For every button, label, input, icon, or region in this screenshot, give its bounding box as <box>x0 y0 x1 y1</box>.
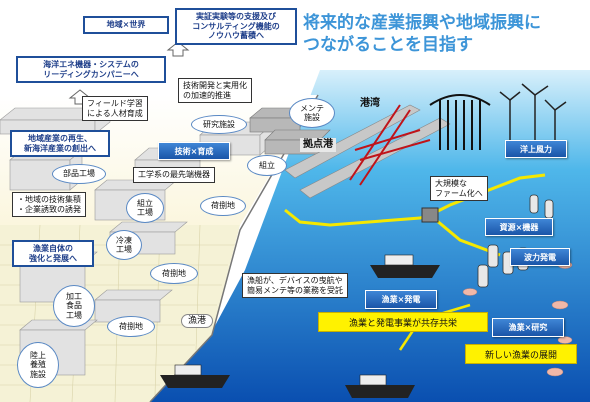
piers <box>284 104 451 199</box>
label-base-port: 拠点港 <box>300 138 336 152</box>
field-line1: フィールド学習 <box>87 99 143 108</box>
frozen-line1: 冷凍 <box>116 235 132 245</box>
yellow-new-fishery: 新しい漁業の展開 <box>465 344 577 364</box>
aquaculture-line1: 陸上 <box>30 351 46 361</box>
headline-line2: つながることを目指す <box>303 35 473 56</box>
ellipse-assembly: 組立 <box>247 155 287 176</box>
ocean-devices <box>429 94 491 150</box>
ellipse-assembly-factory: 組立 工場 <box>126 193 164 223</box>
leading-line2: リーディングカンパニーへ <box>43 69 139 79</box>
ellipse-unloading-1: 荷捌地 <box>200 196 246 216</box>
box-field-learning: フィールド学習 による人材育成 <box>82 96 148 122</box>
maintenance-line1: メンテ <box>300 103 324 113</box>
assembly-factory-line1: 組立 <box>137 198 153 208</box>
ellipse-parts-factory: 部品工場 <box>52 164 106 184</box>
largescale-line2: ファーム化へ <box>435 188 483 198</box>
box-local-skills: ・地域の技術集積 ・企業誘致の誘発 <box>12 192 86 218</box>
label-fishing-port: 漁港 <box>181 314 214 329</box>
aquaculture-line2: 養殖 <box>30 360 46 370</box>
assembly-factory-line2: 工場 <box>137 208 153 217</box>
box-fisheries-strength: 漁業自体の 強化と発展へ <box>12 240 94 268</box>
consulting-line3: ノウハウ蓄積へ <box>208 31 264 41</box>
food-line2: 食品 <box>66 301 82 311</box>
skills-line1: ・地域の技術集積 <box>17 195 81 204</box>
tag-fishery-research: 漁業×研究 <box>492 318 564 337</box>
vessel-line1: 漁船が、デバイスの曳航や <box>247 276 343 285</box>
fisheries-line2: 強化と発展へ <box>29 253 77 263</box>
tech-line2: の加速的推進 <box>183 90 231 100</box>
headline-line1: 将来的な産業振興や地域振興に <box>303 13 541 33</box>
tag-wave-power: 波力発電 <box>510 248 570 266</box>
harbor-cranes <box>349 104 431 186</box>
vessel-line2: 簡易メンテ等の業務を受託 <box>247 285 343 295</box>
ellipse-frozen-factory: 冷凍 工場 <box>106 230 142 260</box>
revival-line2: 新海洋産業の創出へ <box>24 143 96 153</box>
ellipse-food-factory: 加工 食品 工場 <box>53 285 95 327</box>
box-large-scale-farm: 大規模な ファーム化へ <box>430 176 488 202</box>
fish-icons <box>462 261 573 377</box>
fisheries-line1: 漁業自体の <box>33 244 73 253</box>
box-regional-revival: 地域産業の再生、 新海洋産業の創出へ <box>10 130 110 158</box>
ellipse-unloading-3: 荷捌地 <box>107 316 155 337</box>
maintenance-line2: 施設 <box>304 113 320 122</box>
food-line1: 加工 <box>66 292 82 302</box>
revival-line1: 地域産業の再生、 <box>28 134 92 143</box>
largescale-line1: 大規模な <box>435 179 467 188</box>
aquaculture-line3: 施設 <box>30 369 46 379</box>
consulting-line2: コンサルティング機能の <box>192 21 280 31</box>
fishing-boats <box>160 254 440 398</box>
ellipse-aquaculture: 陸上 養殖 施設 <box>17 342 59 388</box>
leading-line1: 海洋エネ機器・システムの <box>43 60 139 69</box>
yellow-coexist: 漁業と発電事業が共存共栄 <box>318 312 488 332</box>
tag-offshore-wind: 洋上風力 <box>505 140 567 158</box>
box-vessel-services: 漁船が、デバイスの曳航や 簡易メンテ等の業務を受託 <box>242 273 348 299</box>
box-region-world: 地域×世界 <box>83 16 169 34</box>
food-line3: 工場 <box>66 310 82 320</box>
wind-turbines <box>499 83 567 150</box>
label-harbor: 港湾 <box>360 98 380 109</box>
box-leading-company: 海洋エネ機器・システムの リーディングカンパニーへ <box>16 56 166 84</box>
skills-line2: ・企業誘致の誘発 <box>17 204 81 214</box>
tag-fishery-power: 漁業×発電 <box>365 290 437 309</box>
tag-resources-equipment: 資源×機器 <box>485 218 553 236</box>
box-consulting: 実証実験等の支援及び コンサルティング機能の ノウハウ蓄積へ <box>175 8 297 45</box>
consulting-line1: 実証実験等の支援及び <box>196 12 276 21</box>
box-engineering-equipment: 工学系の最先端機器 <box>133 167 215 183</box>
headline: 将来的な産業振興や地域振興に つながることを目指す <box>303 12 541 56</box>
field-line2: による人材育成 <box>87 108 143 118</box>
substation <box>421 207 439 223</box>
box-tech-development: 技術開発と実用化 の加速的推進 <box>178 78 252 104</box>
tag-tech-training: 技術×育成 <box>158 142 230 160</box>
ellipse-research-facility: 研究施設 <box>191 115 247 134</box>
ellipse-unloading-2: 荷捌地 <box>150 263 198 284</box>
frozen-line2: 工場 <box>116 245 132 254</box>
tech-line1: 技術開発と実用化 <box>183 81 247 90</box>
ellipse-maintenance-facility: メンテ 施設 <box>289 98 335 128</box>
